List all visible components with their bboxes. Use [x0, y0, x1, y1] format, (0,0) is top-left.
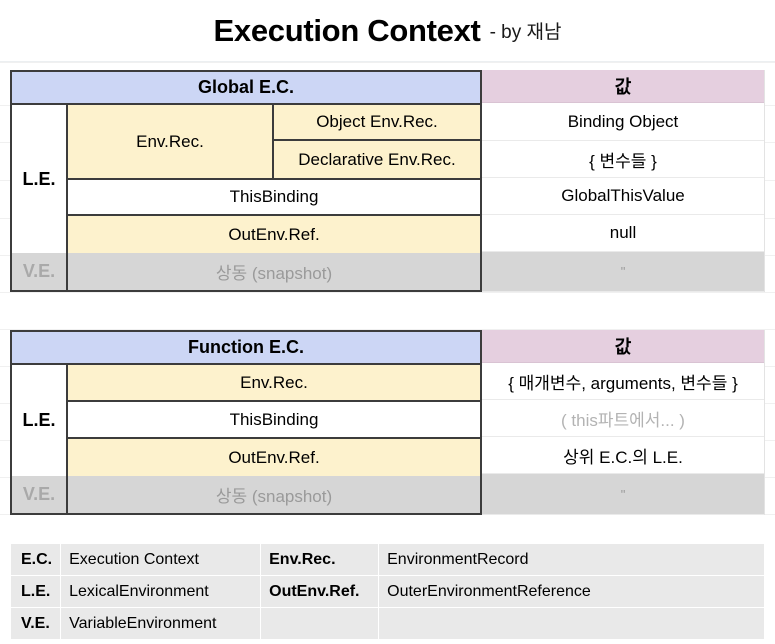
- function-ec-block: Function E.C. L.E. Env.Rec. ThisBinding …: [10, 330, 765, 515]
- global-ec-values: 값 Binding Object { 변수들 } GlobalThisValue…: [482, 70, 765, 292]
- global-ec-value-object-envrec: Binding Object: [482, 103, 764, 141]
- legend-table: E.C. Execution Context Env.Rec. Environm…: [9, 543, 765, 640]
- global-ec-value-outenvref: null: [482, 215, 764, 252]
- legend-full: LexicalEnvironment: [60, 575, 262, 608]
- function-ec-structure: Function E.C. L.E. Env.Rec. ThisBinding …: [10, 330, 482, 515]
- table-row: V.E. VariableEnvironment: [9, 607, 765, 640]
- function-ec-ve-label: V.E.: [12, 476, 68, 513]
- legend-abbr2: OutEnv.Ref.: [260, 575, 380, 608]
- global-ec-ve-text: 상동 (snapshot): [68, 253, 480, 290]
- function-ec-header: Function E.C.: [12, 332, 480, 365]
- function-ec-value-envrec: { 매개변수, arguments, 변수들 }: [482, 363, 764, 400]
- global-ec-thisbinding: ThisBinding: [68, 180, 480, 216]
- function-ec-value-ve: ": [482, 474, 764, 515]
- legend-full2: OuterEnvironmentReference: [378, 575, 765, 608]
- legend-abbr: L.E.: [9, 575, 62, 608]
- page-title: Execution Context: [213, 12, 481, 48]
- global-ec-object-envrec: Object Env.Rec.: [274, 105, 480, 141]
- global-ec-block: Global E.C. L.E. Env.Rec. Object Env.Rec…: [10, 70, 765, 292]
- global-ec-ve-row: V.E. 상동 (snapshot): [12, 253, 480, 290]
- function-ec-outenvref: OutEnv.Ref.: [68, 439, 480, 476]
- page-title-author: - by 재남: [489, 22, 562, 43]
- function-ec-value-thisbinding: ( this파트에서... ): [482, 400, 764, 437]
- legend-abbr: E.C.: [9, 543, 62, 576]
- function-ec-ve-row: V.E. 상동 (snapshot): [12, 476, 480, 513]
- global-ec-structure: Global E.C. L.E. Env.Rec. Object Env.Rec…: [10, 70, 482, 292]
- legend-full2: [378, 607, 765, 640]
- function-ec-value-header: 값: [482, 330, 764, 363]
- page-title-bar: Execution Context - by 재남: [0, 0, 775, 62]
- function-ec-envrec: Env.Rec.: [68, 365, 480, 402]
- global-ec-value-ve: ": [482, 252, 764, 292]
- global-ec-outenvref: OutEnv.Ref.: [68, 216, 480, 253]
- global-ec-envrec-children: Object Env.Rec. Declarative Env.Rec.: [274, 105, 480, 178]
- global-ec-value-header: 값: [482, 70, 764, 103]
- global-ec-envrec-label: Env.Rec.: [68, 105, 274, 178]
- table-row: L.E. LexicalEnvironment OutEnv.Ref. Oute…: [9, 575, 765, 608]
- function-ec-value-outenvref: 상위 E.C.의 L.E.: [482, 437, 764, 474]
- function-ec-le-label: L.E.: [12, 365, 68, 476]
- legend-full: VariableEnvironment: [60, 607, 262, 640]
- global-ec-ve-label: V.E.: [12, 253, 68, 290]
- function-ec-values: 값 { 매개변수, arguments, 변수들 } ( this파트에서...…: [482, 330, 765, 515]
- function-ec-le-row: L.E. Env.Rec. ThisBinding OutEnv.Ref.: [12, 365, 480, 476]
- global-ec-header: Global E.C.: [12, 72, 480, 105]
- global-ec-le-label: L.E.: [12, 105, 68, 253]
- legend-abbr2: Env.Rec.: [260, 543, 380, 576]
- table-row: E.C. Execution Context Env.Rec. Environm…: [9, 543, 765, 576]
- legend-abbr: V.E.: [9, 607, 62, 640]
- legend-abbr2: [260, 607, 380, 640]
- legend-full2: EnvironmentRecord: [378, 543, 765, 576]
- global-ec-le-body: Env.Rec. Object Env.Rec. Declarative Env…: [68, 105, 480, 253]
- global-ec-declarative-envrec: Declarative Env.Rec.: [274, 141, 480, 178]
- legend-full: Execution Context: [60, 543, 262, 576]
- global-ec-le-row: L.E. Env.Rec. Object Env.Rec. Declarativ…: [12, 105, 480, 253]
- global-ec-value-thisbinding: GlobalThisValue: [482, 178, 764, 215]
- global-ec-value-declarative-envrec: { 변수들 }: [482, 141, 764, 178]
- function-ec-thisbinding: ThisBinding: [68, 402, 480, 439]
- function-ec-ve-text: 상동 (snapshot): [68, 476, 480, 513]
- global-ec-envrec-row: Env.Rec. Object Env.Rec. Declarative Env…: [68, 105, 480, 180]
- function-ec-le-body: Env.Rec. ThisBinding OutEnv.Ref.: [68, 365, 480, 476]
